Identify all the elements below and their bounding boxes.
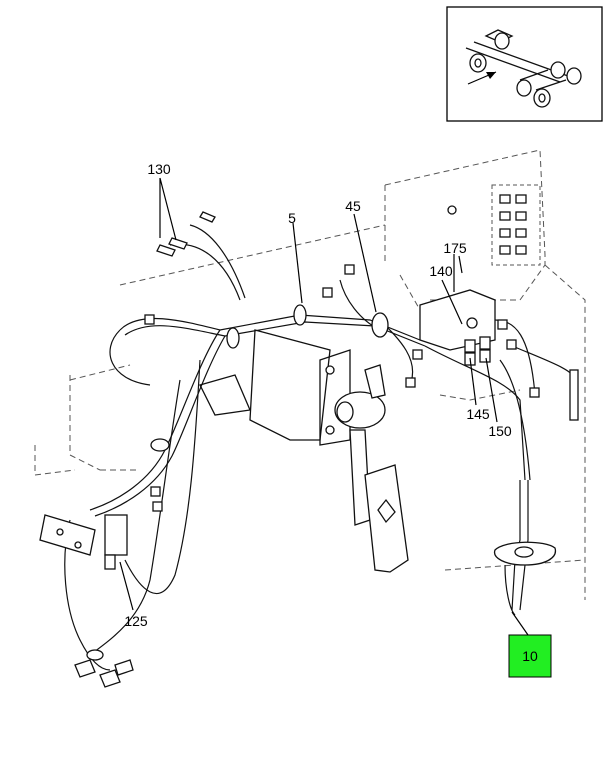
callout-150: 150	[488, 423, 512, 439]
truck-chassis-locator-icon	[465, 29, 582, 108]
inset-locator	[446, 6, 603, 122]
callout-10-highlight	[508, 634, 552, 678]
cab-outline	[34, 149, 586, 600]
leader-lines	[119, 177, 529, 636]
wiring-harness	[39, 211, 579, 688]
callout-125: 125	[124, 613, 148, 629]
callout-10: 10	[522, 648, 538, 664]
throttle-pedal-assembly	[199, 329, 409, 573]
callouts: 130 5 45 175 140 145 150 125 10	[124, 161, 552, 678]
relay-bracket	[419, 289, 496, 366]
callout-145: 145	[466, 406, 490, 422]
callout-175: 175	[443, 240, 467, 256]
callout-140: 140	[429, 263, 453, 279]
callout-5: 5	[288, 210, 296, 226]
callout-45: 45	[345, 198, 361, 214]
callout-130: 130	[147, 161, 171, 177]
